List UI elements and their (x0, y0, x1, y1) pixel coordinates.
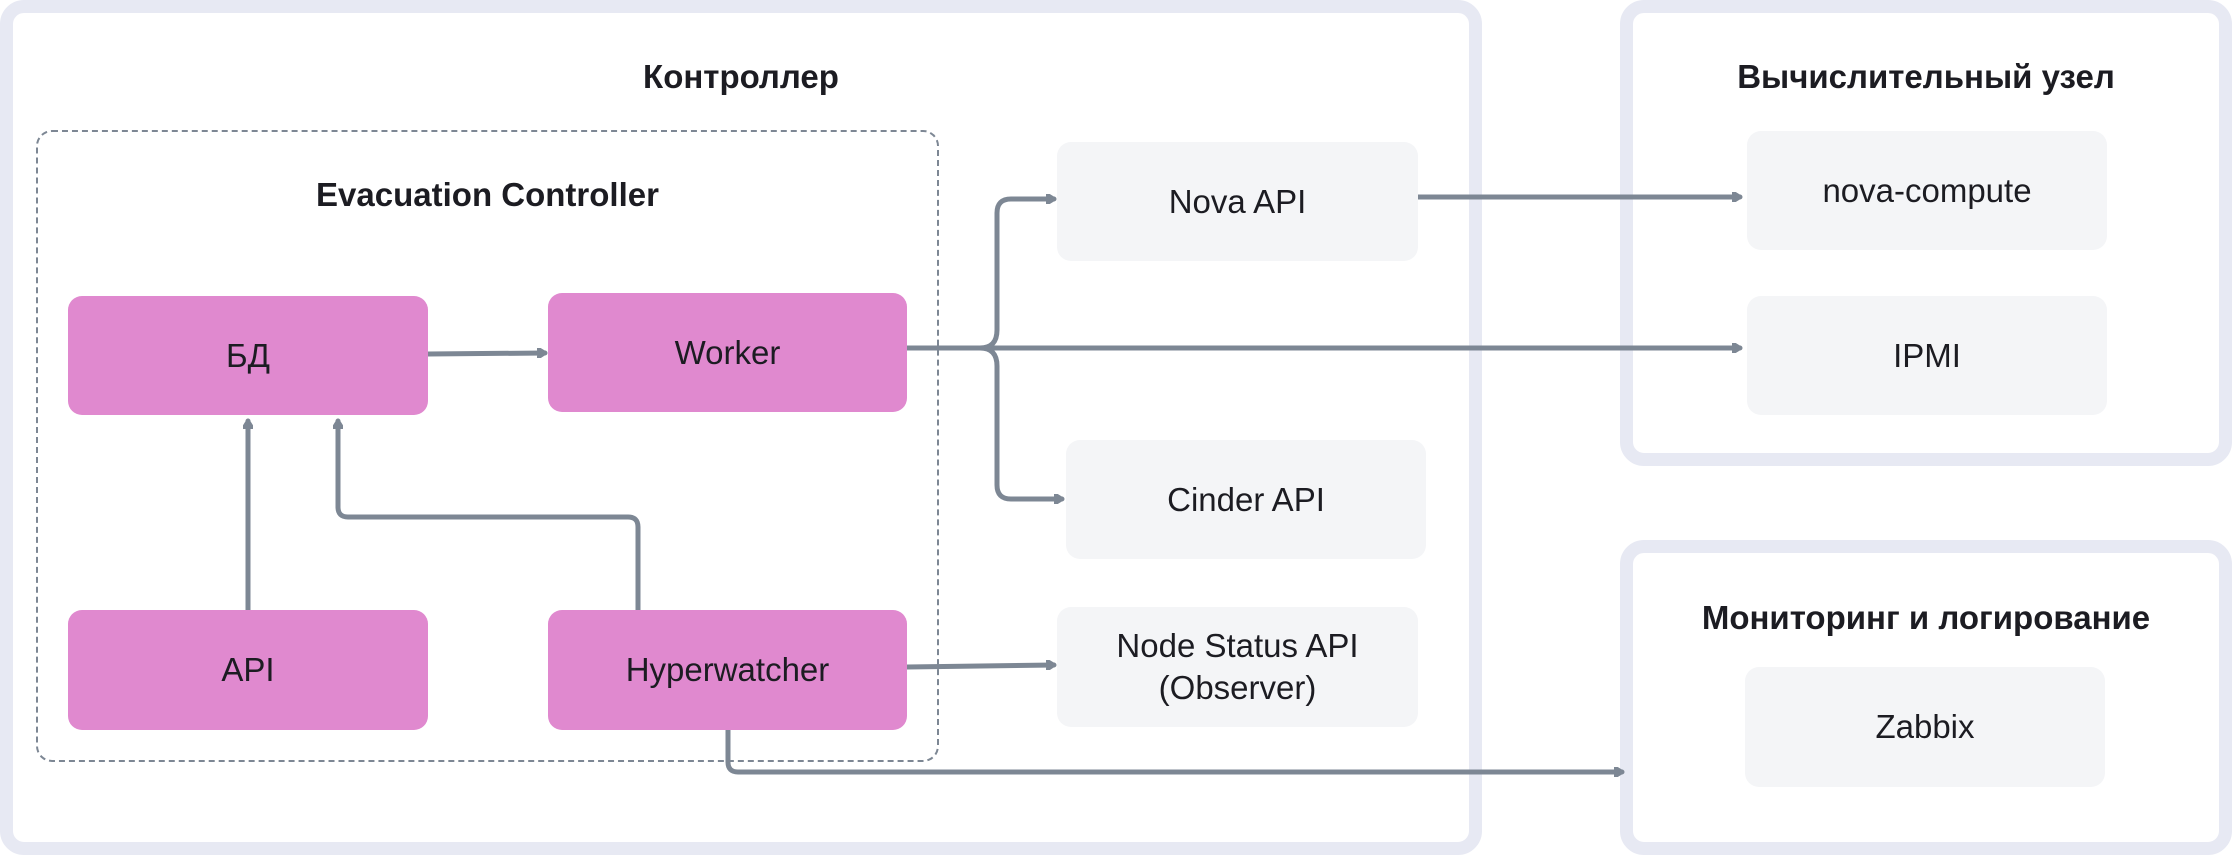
monitoring-panel (1620, 540, 2232, 855)
cinder-api-label: Cinder API (1167, 480, 1325, 518)
worker-box: Worker (548, 293, 907, 412)
cinder-api-box: Cinder API (1066, 440, 1426, 559)
node-status-api-label: Node Status API (Observer) (1116, 627, 1359, 706)
nova-compute-box: nova-compute (1747, 131, 2107, 250)
hyperwatcher-box: Hyperwatcher (548, 610, 907, 730)
compute-node-title: Вычислительный узел (1737, 58, 2115, 95)
api-box: API (68, 610, 428, 730)
evacuation-controller-group (36, 130, 939, 762)
api-label: API (221, 651, 275, 688)
monitoring-title: Мониторинг и логирование (1701, 599, 2151, 636)
ipmi-label: IPMI (1893, 336, 1961, 374)
controller-title: Контроллер (643, 58, 839, 95)
worker-label: Worker (674, 333, 781, 371)
db-label: БД (225, 336, 270, 374)
node-status-api-box: Node Status API (Observer) (1057, 607, 1418, 727)
db-box: БД (68, 296, 428, 415)
evacuation-controller-title: Evacuation Controller (316, 176, 659, 213)
hyperwatcher-label: Hyperwatcher (625, 651, 830, 688)
nova-compute-label: nova-compute (1822, 171, 2032, 209)
zabbix-label: Zabbix (1875, 708, 1975, 745)
nova-api-box: Nova API (1057, 142, 1418, 261)
nova-api-label: Nova API (1168, 182, 1307, 220)
zabbix-box: Zabbix (1745, 667, 2105, 787)
ipmi-box: IPMI (1747, 296, 2107, 415)
